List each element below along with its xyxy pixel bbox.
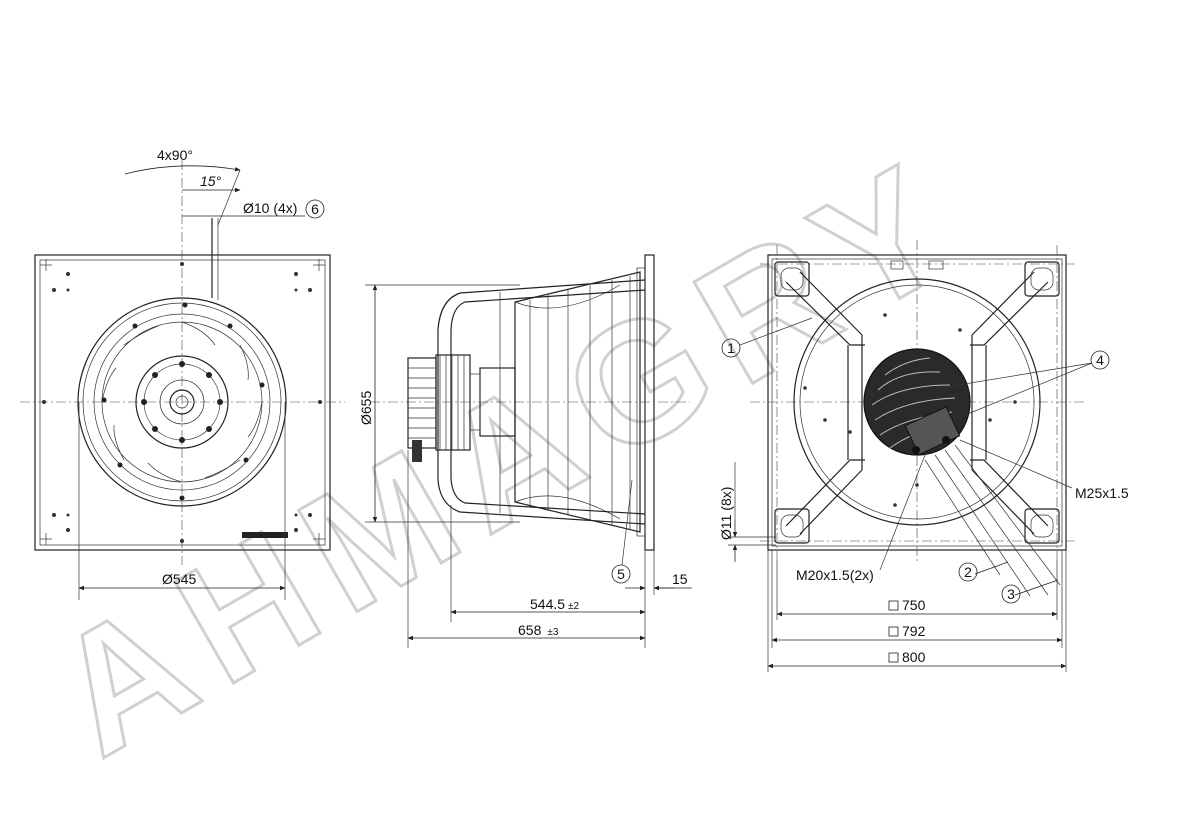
callout-5: 5 [611,564,631,584]
watermark: AHMAGRY [22,120,996,794]
size-inner-label: 750 [902,597,926,613]
holes-label: Ø11 (8x) [718,487,734,540]
size-outer-label: 800 [902,649,926,665]
callout-6-text: 6 [311,201,319,217]
side-view: Ø655 5 544.5±2 658±3 15 [358,254,692,648]
front-view: 4x90° 15° Ø10 (4x) 6 Ø545 [20,147,345,600]
thread-large-label: M25x1.5 [1075,485,1129,501]
flange-label: 15 [672,571,688,587]
callout-4: 4 [1090,350,1110,370]
watermark-text: AHMAGRY [24,121,995,792]
angle-offset-label: 15° [200,173,222,189]
callout-1-text: 1 [727,340,735,356]
rear-view: 1 4 M25x1.5 M20x1.5(2x) 2 3 [718,240,1129,672]
callout-5-text: 5 [617,566,625,582]
length-total-label: 658±3 [518,622,559,638]
callout-4-text: 4 [1096,352,1104,368]
front-diameter-label: Ø545 [162,571,196,587]
callout-2-text: 2 [964,564,972,580]
angle-total-label: 4x90° [157,147,193,163]
callout-2: 2 [958,562,978,582]
callout-1: 1 [721,338,741,358]
hole-label: Ø10 (4x) [243,200,297,216]
length-inner-label: 544.5±2 [530,596,580,612]
callout-6: 6 [305,199,325,219]
size-mid-label: 792 [902,623,926,639]
callout-3: 3 [1001,584,1021,604]
thread-small-label: M20x1.5(2x) [796,567,874,583]
callout-3-text: 3 [1007,586,1015,602]
side-diameter-label: Ø655 [358,391,374,425]
